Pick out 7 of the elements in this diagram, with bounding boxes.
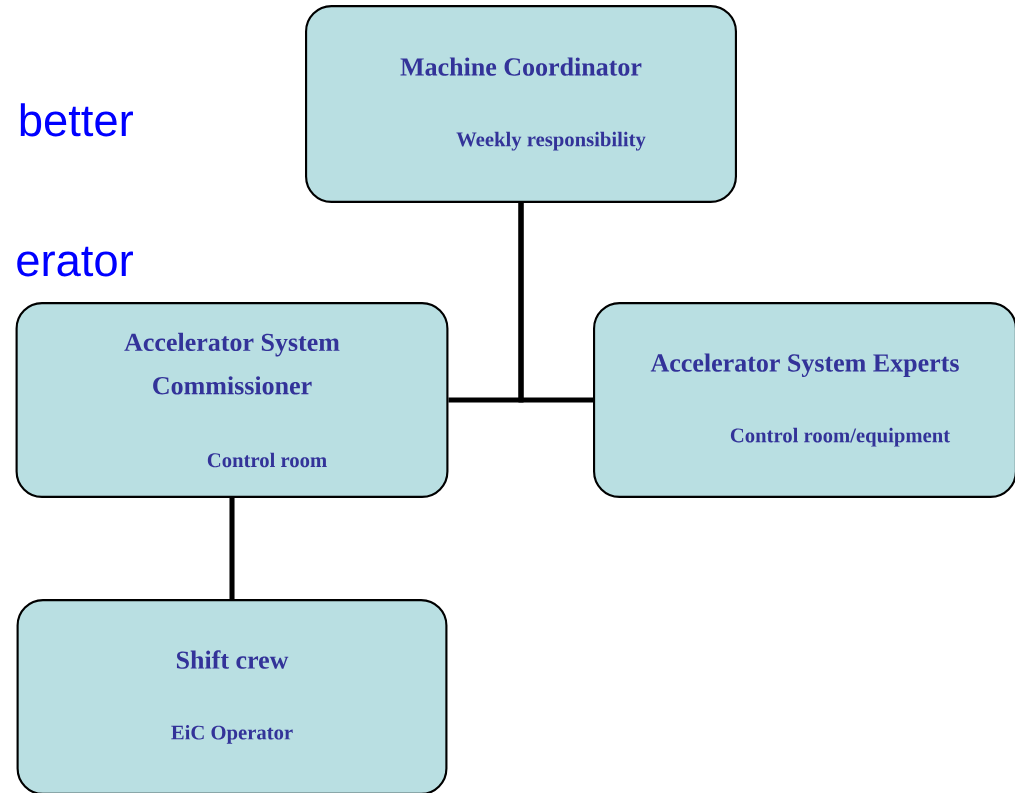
role-box: Machine Coordinator Weekly responsibility — [305, 5, 737, 203]
role-box: Accelerator System Commissioner Control room — [15, 302, 449, 498]
connector-line — [229, 498, 235, 599]
role-box: Shift crew EiC Operator — [16, 599, 448, 793]
role-box: Accelerator System Experts Control room/equipment — [593, 302, 1015, 498]
slide-text: better — [20, 103, 133, 137]
connector-line — [518, 203, 593, 403]
